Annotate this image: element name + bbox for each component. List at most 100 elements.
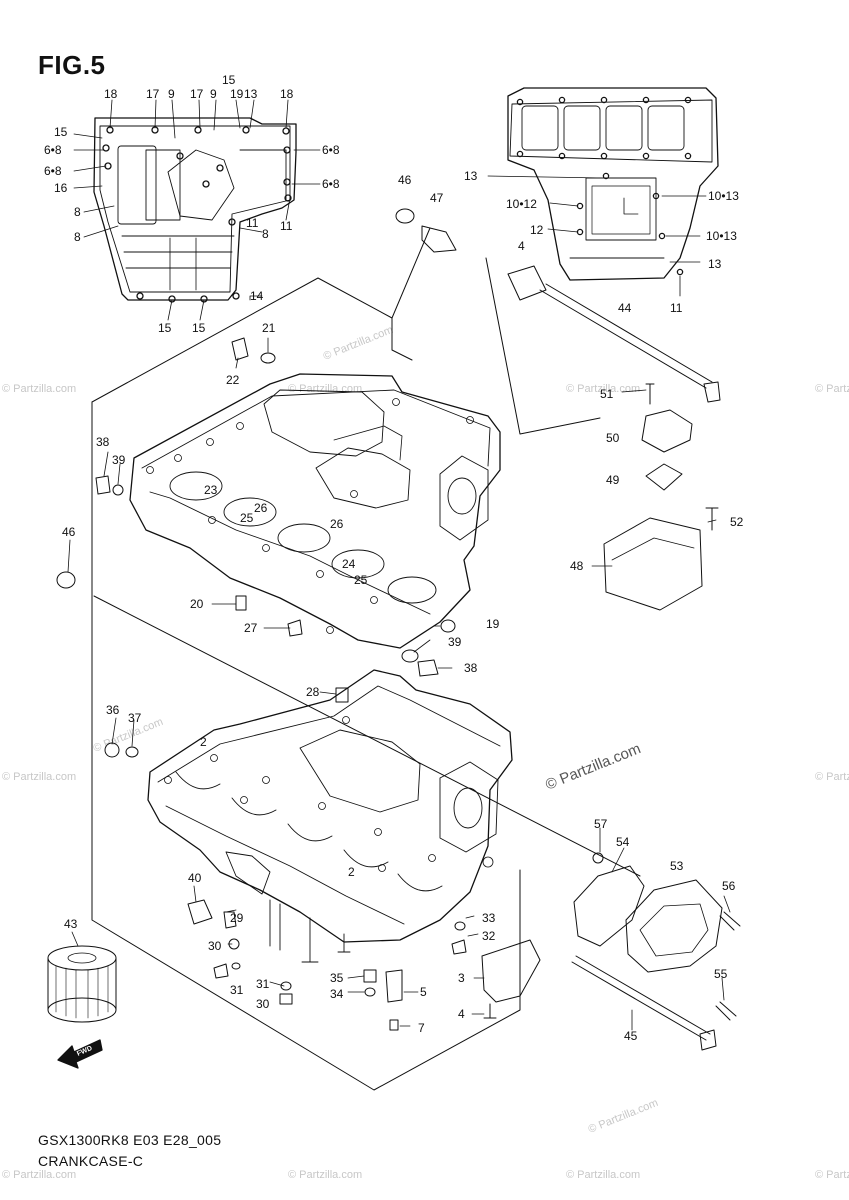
oil-filter-43-icon <box>47 945 117 1023</box>
callout-8a: 8 <box>74 205 81 219</box>
callout-26a: 26 <box>254 501 268 515</box>
lower-case-bolt-bosses <box>164 716 494 872</box>
plug-46-icon <box>395 208 415 224</box>
callout-36: 36 <box>106 703 120 717</box>
callout-68c: 6•8 <box>322 143 340 157</box>
callout-15top: 15 <box>222 73 236 87</box>
watermark-text: © Partzilla.com <box>815 383 849 395</box>
callout-11b: 11 <box>246 216 259 230</box>
crank-journal-saddles <box>175 771 443 892</box>
baffle-3-icon <box>481 939 541 1003</box>
watermark-layer: © Partzilla.com © Partzilla.com © Partzi… <box>2 324 849 1181</box>
callout-8c: 8 <box>262 227 269 241</box>
callout-49: 49 <box>606 473 620 487</box>
callout-38a: 38 <box>96 435 110 449</box>
upper-case-bolt-bosses <box>146 398 474 634</box>
cover-48-icon <box>603 517 703 611</box>
callout-57: 57 <box>594 817 608 831</box>
callout-1013b: 10•13 <box>706 229 737 243</box>
callout-68b: 6•8 <box>44 164 62 178</box>
watermark-text: © Partzilla.com <box>2 383 76 395</box>
callout-33: 33 <box>482 911 496 925</box>
cover-53-icon <box>625 879 723 973</box>
callout-13c: 13 <box>708 257 722 271</box>
callout-43: 43 <box>64 917 78 931</box>
callout-38b: 38 <box>464 661 478 675</box>
callout-54: 54 <box>616 835 630 849</box>
cover-50-icon <box>641 409 693 453</box>
forward-direction-arrow-icon <box>57 1039 103 1069</box>
callout-17b: 17 <box>190 87 204 101</box>
callout-25a: 25 <box>240 511 254 525</box>
callout-32: 32 <box>482 929 496 943</box>
callout-4a: 4 <box>518 239 525 253</box>
callout-16: 16 <box>54 181 68 195</box>
long-bolt-44-icon <box>539 283 713 389</box>
bracket-5-icon <box>385 969 403 1003</box>
callout-5: 5 <box>420 985 427 999</box>
callout-19a: 19 <box>230 87 244 101</box>
callout-11c: 11 <box>670 301 683 315</box>
watermark-text: © Partzilla.com <box>288 1169 362 1181</box>
callout-39b: 39 <box>448 635 462 649</box>
callout-fig5-18a: 18 <box>104 87 118 101</box>
callout-34: 34 <box>330 987 344 1001</box>
callout-18b: 18 <box>280 87 294 101</box>
callout-11a: 11 <box>280 219 293 233</box>
callout-31b: 31 <box>256 977 270 991</box>
lower-crankcase <box>147 669 513 963</box>
watermark-text: © Partzilla.com <box>566 383 640 395</box>
callout-17a: 17 <box>146 87 160 101</box>
oil-pan-studs <box>269 899 351 963</box>
crank-journal-bores <box>169 471 437 604</box>
callout-29: 29 <box>230 911 244 925</box>
callout-56: 56 <box>722 879 736 893</box>
callout-8b: 8 <box>74 230 81 244</box>
callout-28: 28 <box>306 685 320 699</box>
callout-35: 35 <box>330 971 344 985</box>
long-bolt-45-icon <box>571 955 711 1041</box>
callout-13a: 13 <box>244 87 258 101</box>
callout-55: 55 <box>714 967 728 981</box>
watermark-text: © Partzilla.com <box>566 1169 640 1181</box>
exploded-view-frame <box>91 227 641 1091</box>
gasket-54-icon <box>573 865 645 947</box>
callout-20: 20 <box>190 597 204 611</box>
callout-23: 23 <box>204 483 218 497</box>
callout-46a: 46 <box>398 173 412 187</box>
watermark-text: © Partzilla.com <box>815 771 849 783</box>
watermark-text: © Partzilla.com <box>815 1169 849 1181</box>
callout-7: 7 <box>418 1021 425 1035</box>
callout-40: 40 <box>188 871 202 885</box>
callout-26b: 26 <box>330 517 344 531</box>
callout-15l: 15 <box>54 125 68 139</box>
callout-1013a: 10•13 <box>708 189 739 203</box>
callout-9a: 9 <box>168 87 175 101</box>
callout-31a: 31 <box>230 983 244 997</box>
callout-68d: 6•8 <box>322 177 340 191</box>
callout-53: 53 <box>670 859 684 873</box>
watermark-text: © Partzilla.com <box>2 1169 76 1181</box>
callout-13b: 13 <box>464 169 478 183</box>
callout-19b: 19 <box>486 617 500 631</box>
callout-9b: 9 <box>210 87 217 101</box>
inset-bolt-heads <box>102 126 292 303</box>
callout-52: 52 <box>730 515 744 529</box>
callout-39a: 39 <box>112 453 126 467</box>
callout-47: 47 <box>430 191 444 205</box>
callout-48: 48 <box>570 559 584 573</box>
callout-14: 14 <box>250 289 264 303</box>
sleeve-47-icon <box>421 225 457 253</box>
upper-crankcase <box>129 373 501 649</box>
watermark-text: © Partzilla.com <box>2 771 76 783</box>
callout-21: 21 <box>262 321 276 335</box>
callout-46b: 46 <box>62 525 76 539</box>
pipe-4-icon <box>507 265 547 301</box>
callout-25b: 25 <box>354 573 368 587</box>
watermark-text: © Partzilla.com <box>322 324 395 363</box>
callout-50: 50 <box>606 431 620 445</box>
callout-30a: 30 <box>208 939 222 953</box>
callout-51: 51 <box>600 387 614 401</box>
inset-crankcase-bottom-view <box>73 99 321 321</box>
